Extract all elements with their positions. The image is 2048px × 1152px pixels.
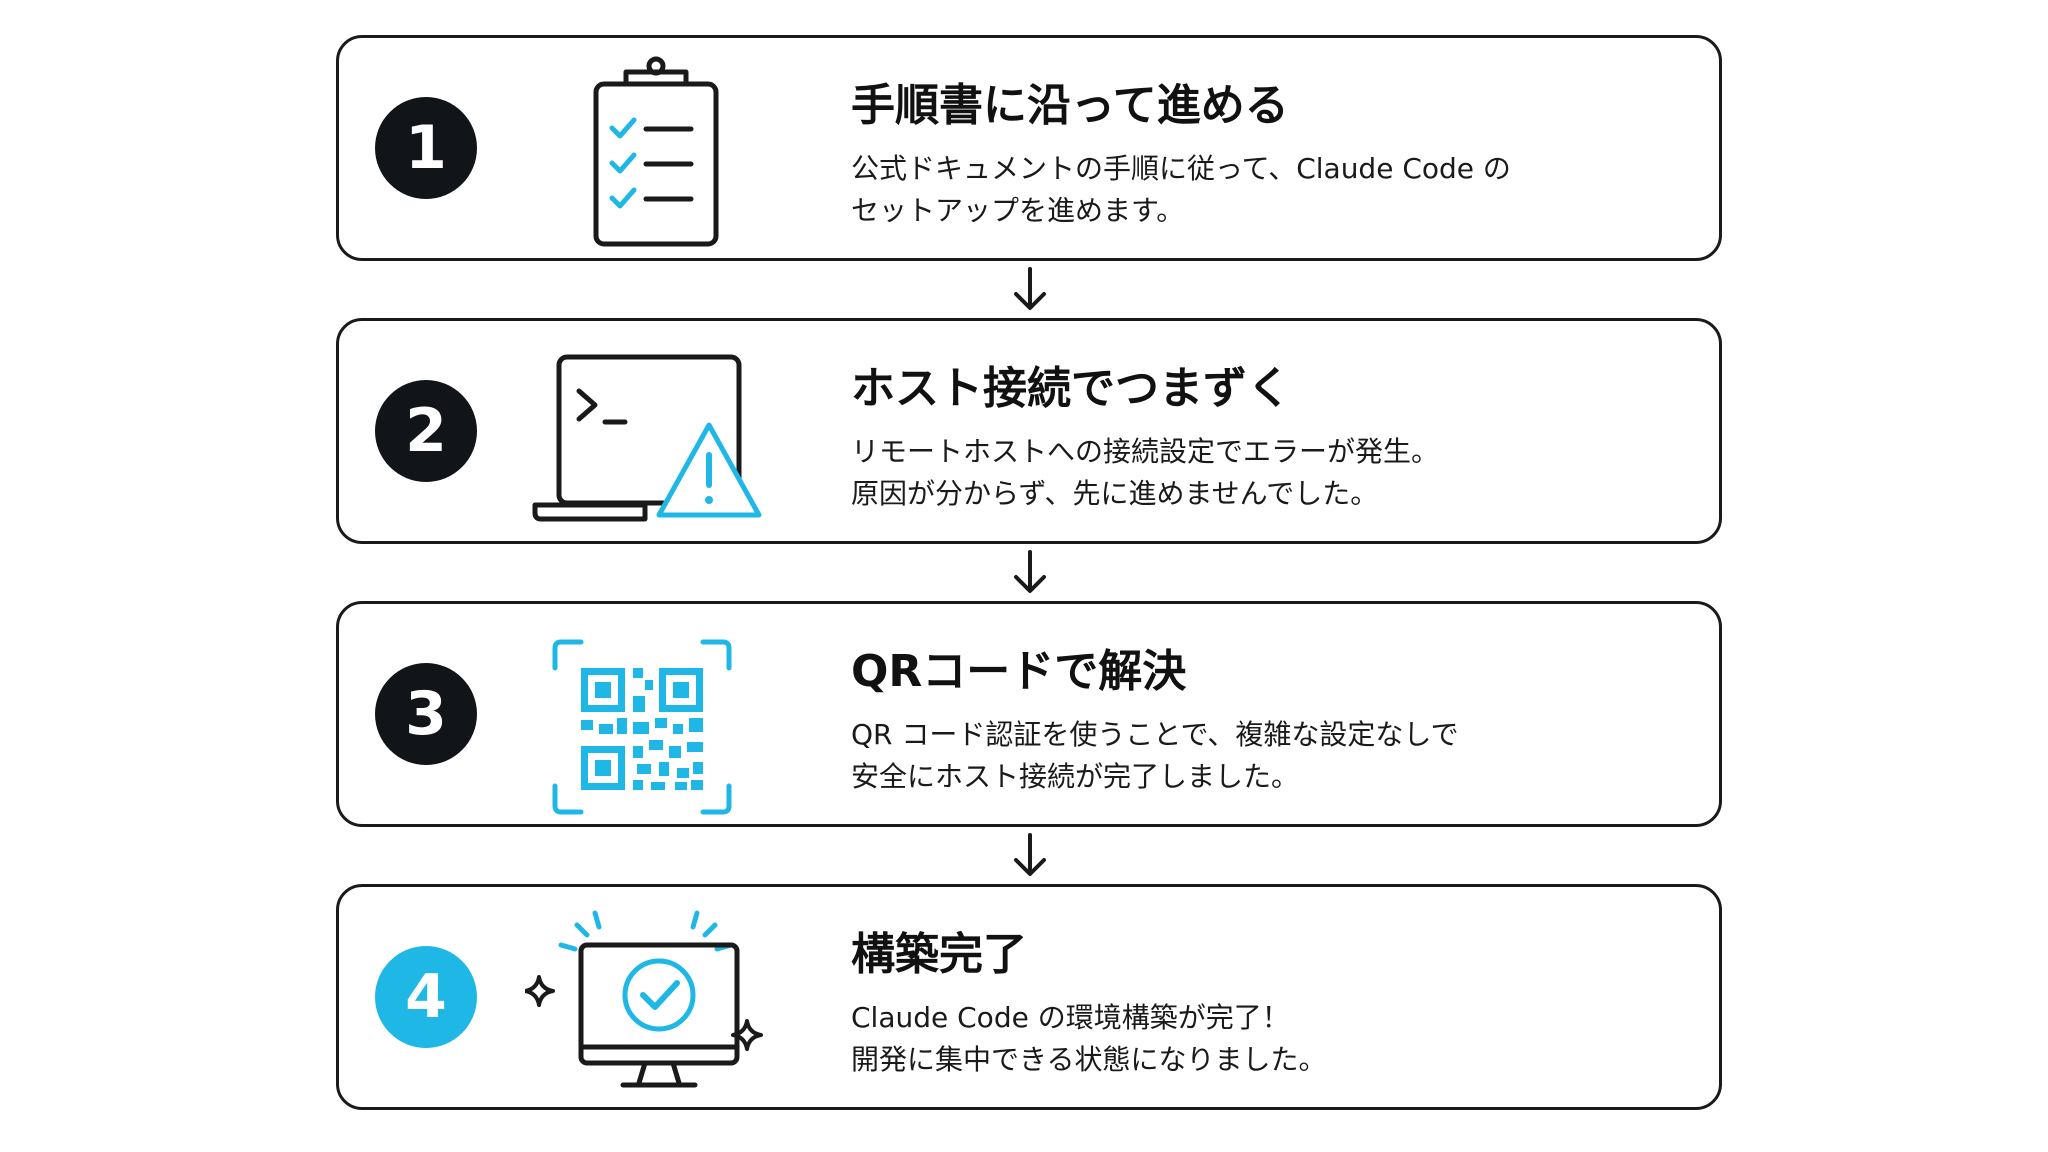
step-number-badge: 4 bbox=[375, 946, 477, 1048]
step-card-3: 3 bbox=[336, 601, 1722, 827]
clipboard-checklist-icon bbox=[525, 46, 765, 256]
step-description-line: 開発に集中できる状態になりました。 bbox=[851, 1043, 1327, 1076]
step-title: 構築完了 bbox=[851, 929, 1027, 980]
step-description-line: リモートホストへの接続設定でエラーが発生。 bbox=[851, 435, 1440, 468]
step-description-line: セットアップを進めます。 bbox=[851, 194, 1185, 227]
step-card-2: 2 ホスト接続でつまずく リモートホストへの接続設定でエラーが発生。 原因が分か… bbox=[336, 318, 1722, 544]
step-title: QRコードで解決 bbox=[851, 646, 1187, 697]
step-description-line: 安全にホスト接続が完了しました。 bbox=[851, 760, 1300, 793]
step-description: Claude Code の環境構築が完了！ 開発に集中できる状態になりました。 bbox=[851, 997, 1671, 1081]
step-title: ホスト接続でつまずく bbox=[851, 363, 1291, 414]
arrow-down-icon bbox=[1014, 267, 1046, 310]
step-description-line: QR コード認証を使うことで、複雑な設定なしで bbox=[851, 718, 1459, 751]
step-number-badge: 1 bbox=[375, 97, 477, 199]
arrow-down-icon bbox=[1014, 833, 1046, 876]
step-description: リモートホストへの接続設定でエラーが発生。 原因が分からず、先に進めませんでした… bbox=[851, 431, 1671, 515]
step-description: 公式ドキュメントの手順に従って、Claude Code の セットアップを進めま… bbox=[851, 148, 1671, 232]
step-text: 構築完了 Claude Code の環境構築が完了！ 開発に集中できる状態になり… bbox=[851, 927, 1671, 1081]
flow-arrow bbox=[336, 544, 1722, 601]
step-text: 手順書に沿って進める 公式ドキュメントの手順に従って、Claude Code の… bbox=[851, 78, 1671, 232]
step-text: QRコードで解決 QR コード認証を使うことで、複雑な設定なしで 安全にホスト接… bbox=[851, 644, 1671, 798]
step-number-badge: 3 bbox=[375, 663, 477, 765]
step-number-badge: 2 bbox=[375, 380, 477, 482]
setup-flow: 1 手順書に沿って進める 公式ドキュメントの手順に従って、Claude Code… bbox=[336, 35, 1722, 1110]
arrow-down-icon bbox=[1014, 550, 1046, 593]
step-description: QR コード認証を使うことで、複雑な設定なしで 安全にホスト接続が完了しました。 bbox=[851, 714, 1671, 798]
step-card-4: 4 構築完了 bbox=[336, 884, 1722, 1110]
step-title: 手順書に沿って進める bbox=[851, 80, 1289, 131]
step-text: ホスト接続でつまずく リモートホストへの接続設定でエラーが発生。 原因が分からず… bbox=[851, 361, 1671, 515]
step-description-line: Claude Code の環境構築が完了！ bbox=[851, 1001, 1290, 1034]
step-description-line: 原因が分からず、先に進めませんでした。 bbox=[851, 477, 1379, 510]
qr-code-scan-icon bbox=[525, 612, 765, 822]
flow-arrow bbox=[336, 827, 1722, 884]
flow-arrow bbox=[336, 261, 1722, 318]
step-card-1: 1 手順書に沿って進める 公式ドキュメントの手順に従って、Claude Code… bbox=[336, 35, 1722, 261]
monitor-check-icon bbox=[525, 895, 765, 1105]
laptop-terminal-warning-icon bbox=[525, 329, 765, 539]
step-description-line: 公式ドキュメントの手順に従って、Claude Code の bbox=[851, 152, 1511, 185]
